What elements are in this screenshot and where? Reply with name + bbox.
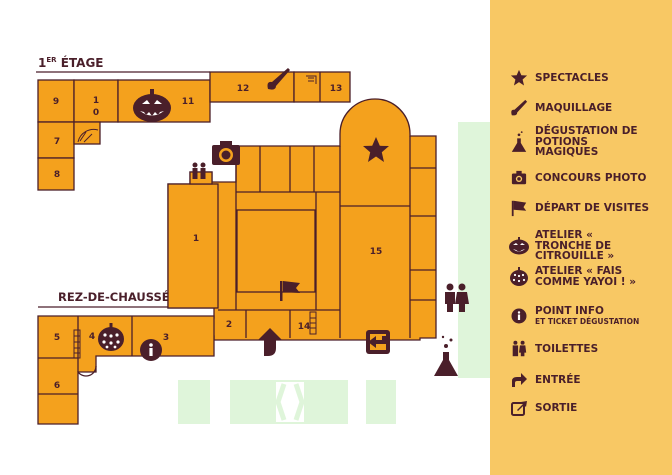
pumpkin-dots-icon [98, 323, 124, 351]
legend-item-depart-visites: DÉPART DE VISITES [508, 198, 668, 218]
potion-icon [508, 130, 530, 152]
first-floor-plan: 9 1 0 11 12 13 7 8 [37, 68, 351, 191]
room-number: 5 [54, 333, 60, 343]
room-number: 6 [54, 381, 60, 391]
legend-item-concours-photo: CONCOURS PHOTO [508, 168, 668, 188]
legend-item-atelier-tronche: ATELIER « TRONCHE DE CITROUILLE » [508, 230, 668, 262]
legend-item-spectacles: SPECTACLES [508, 68, 668, 88]
flag-icon [508, 198, 530, 218]
info-icon [508, 306, 530, 326]
room-number: 7 [54, 137, 60, 147]
pumpkin-dots-icon [508, 266, 530, 287]
legend-label: ATELIER « TRONCHE DE CITROUILLE » [535, 229, 615, 262]
legend-item-sortie: SORTIE [508, 398, 668, 418]
ground-floor-title: REZ-DE-CHAUSSÉE [58, 289, 178, 304]
room-number: 2 [226, 320, 232, 330]
room-number: 3 [163, 333, 169, 343]
room-1[interactable] [167, 183, 219, 309]
legend-label: DÉPART DE VISITES [535, 201, 650, 214]
pumpkin-face-icon [508, 236, 530, 256]
room-number: 13 [330, 84, 343, 94]
exit-icon [508, 398, 530, 418]
room-7-annex[interactable] [73, 121, 101, 145]
entrance-arrow-icon [508, 370, 530, 390]
potion-icon [434, 335, 458, 376]
brush-icon [508, 98, 530, 118]
first-floor-title: 1ER ÉTAGE [38, 55, 104, 70]
courtyard [236, 209, 316, 293]
info-icon [140, 339, 162, 361]
legend-item-degustation: DÉGUSTATION DE POTIONS MAGIQUES [508, 126, 668, 158]
legend-label: MAQUILLAGE [535, 101, 613, 114]
brush-icon [267, 68, 290, 90]
room-7[interactable] [37, 121, 75, 159]
star-icon [363, 137, 389, 162]
room-number: 9 [53, 97, 59, 107]
legend-label: CONCOURS PHOTO [535, 171, 647, 184]
legend-item-maquillage: MAQUILLAGE [508, 98, 668, 118]
toilets-icon [445, 283, 469, 312]
garden-area [178, 380, 210, 424]
room-13[interactable] [293, 71, 351, 103]
exit-icon[interactable] [366, 330, 390, 354]
floor-plan-map: 1ER ÉTAGE 9 1 0 11 12 13 7 8 [36, 55, 490, 425]
camera-icon [508, 168, 530, 188]
room-12[interactable] [209, 71, 295, 103]
toilets-icon [508, 339, 530, 359]
room-10[interactable] [73, 79, 119, 123]
legend-item-toilettes: TOILETTES [508, 339, 668, 359]
entrance-arrow-icon[interactable] [258, 328, 282, 356]
room-number: 1 [193, 234, 199, 244]
flag-icon [280, 281, 300, 301]
room-number: 12 [237, 84, 250, 94]
camera-icon [212, 141, 240, 165]
legend-sublabel: ET TICKET DÉGUSTATION [535, 316, 640, 326]
pumpkin-face-icon [133, 89, 171, 122]
legend-label: DÉGUSTATION DE POTIONS MAGIQUES [535, 125, 638, 158]
legend-item-atelier-yayoi: ATELIER « FAIS COMME YAYOI ! » [508, 266, 668, 287]
ground-floor-plan: 5 4 3 6 1 2 14 15 [37, 98, 469, 425]
stairs-icon [73, 311, 317, 359]
left-wing [37, 315, 215, 425]
legend-label: SPECTACLES [535, 71, 609, 84]
garden-area [366, 380, 396, 424]
star-icon [508, 68, 530, 88]
room-number: 4 [89, 332, 95, 342]
room-number: 14 [298, 322, 311, 332]
legend-panel: SPECTACLES MAQUILLAGE DÉGUSTATION DE POT… [490, 0, 672, 475]
room-number: 15 [370, 247, 383, 257]
legend-item-entree: ENTRÉE [508, 370, 668, 390]
legend-label: ATELIER « FAIS COMME YAYOI ! » [535, 265, 637, 288]
toilets-icon [192, 162, 206, 179]
room-number: 0 [93, 108, 99, 118]
stairs-icon [306, 75, 317, 84]
room-number: 11 [182, 97, 195, 107]
legend-label: TOILETTES [535, 342, 599, 355]
garden-area [458, 122, 490, 378]
room-number: 8 [54, 170, 60, 180]
legend-label: ENTRÉE [535, 373, 581, 386]
legend-label: SORTIE [535, 401, 578, 414]
legend-label-main: POINT INFO [535, 305, 604, 318]
room-number: 1 [93, 96, 99, 106]
room-8[interactable] [37, 157, 75, 191]
